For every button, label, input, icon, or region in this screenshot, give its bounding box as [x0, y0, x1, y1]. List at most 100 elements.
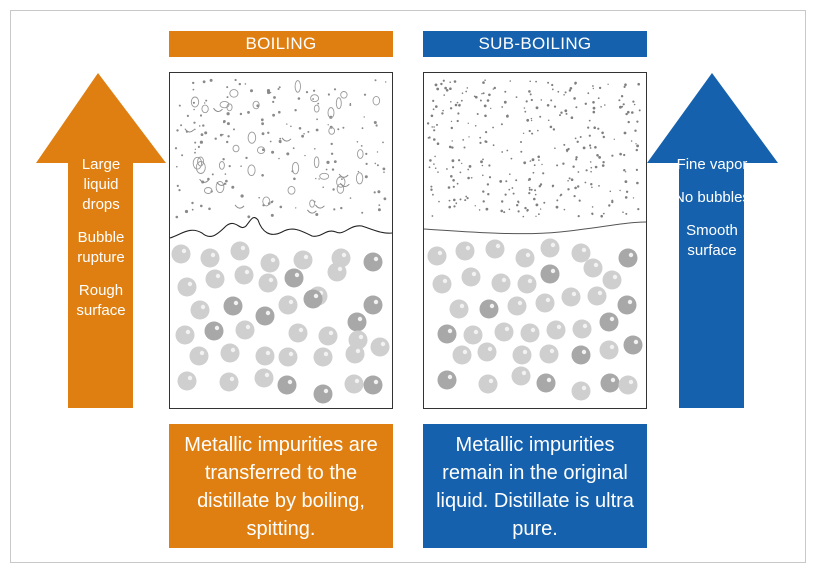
drop-highlight [581, 247, 587, 253]
vapor-speck [575, 156, 578, 159]
vapor-speck [209, 78, 213, 82]
vapor-speck [433, 129, 436, 132]
vapor-speck [535, 80, 537, 83]
liquid-drop [235, 320, 255, 340]
liquid-drop [258, 273, 278, 293]
vapor-speck [448, 199, 451, 202]
vapor-speck [479, 141, 482, 144]
drop-highlight [612, 274, 618, 280]
vapor-speck [534, 193, 537, 196]
vapor-speck [543, 201, 546, 204]
vapor-speck [453, 80, 457, 83]
drop-highlight [501, 277, 507, 283]
liquid-drop [230, 241, 250, 261]
drop-highlight [633, 339, 639, 345]
vapor-bubble [201, 104, 209, 114]
boiling-header: BOILING [169, 31, 393, 57]
vapor-speck [619, 105, 622, 109]
vapor-bubble [328, 127, 336, 135]
vapor-bubble [319, 172, 330, 180]
vapor-arc [338, 173, 349, 178]
vapor-bubble [252, 100, 260, 110]
vapor-speck [579, 136, 582, 138]
liquid-drop [561, 287, 581, 307]
liquid-drop [515, 248, 535, 268]
liquid-drop [485, 239, 505, 259]
liquid-drop [618, 375, 638, 395]
liquid-drop [449, 299, 469, 319]
vapor-speck [278, 110, 281, 114]
boiling-arrow-label: Large liquid drops [81, 156, 121, 213]
vapor-speck [312, 98, 314, 100]
vapor-speck [225, 179, 228, 183]
sub-boiling-arrow-labels: Fine vapor No bubbles Smooth surface [674, 155, 750, 273]
vapor-speck [589, 161, 592, 163]
vapor-speck [584, 102, 587, 106]
vapor-speck [518, 202, 520, 204]
drop-highlight [527, 278, 533, 284]
liquid-drop [512, 345, 532, 365]
vapor-speck [240, 165, 242, 167]
vapor-speck [432, 193, 434, 196]
vapor-bubble [309, 199, 315, 208]
vapor-speck [333, 160, 337, 164]
vapor-speck [528, 186, 531, 189]
vapor-bubble [294, 80, 301, 93]
vapor-bubble [291, 161, 300, 175]
drop-highlight [447, 328, 453, 334]
vapor-speck [625, 190, 629, 193]
liquid-drop [618, 248, 638, 268]
vapor-speck [475, 95, 478, 99]
vapor-speck [492, 126, 494, 129]
vapor-speck [568, 177, 571, 180]
vapor-speck [635, 143, 637, 145]
liquid-drop [539, 344, 559, 364]
vapor-speck [226, 140, 229, 144]
vapor-bubble [195, 161, 206, 174]
vapor-speck [226, 122, 230, 126]
vapor-speck [546, 104, 550, 107]
vapor-speck [205, 99, 208, 102]
drop-highlight [597, 290, 603, 296]
vapor-speck [194, 151, 196, 154]
sub-boiling-vessel [423, 72, 647, 409]
vapor-speck [590, 166, 593, 169]
vapor-speck [623, 153, 626, 157]
sub-boiling-arrow [647, 73, 778, 408]
vapor-speck [529, 160, 532, 162]
vapor-speck [349, 197, 352, 199]
vapor-speck [228, 165, 231, 168]
vapor-arc [339, 182, 350, 187]
vapor-speck [600, 214, 603, 218]
vapor-bubble [247, 164, 256, 176]
vapor-speck [479, 136, 482, 139]
vapor-speck [592, 85, 594, 87]
vapor-bubble [219, 100, 230, 109]
boiling-description: Metallic impurities are transferred to t… [169, 424, 393, 548]
vapor-speck [510, 157, 513, 160]
vapor-speck [563, 143, 566, 146]
vapor-speck [176, 165, 178, 168]
vapor-speck [269, 140, 272, 143]
vapor-speck [333, 208, 336, 211]
vapor-speck [607, 83, 609, 86]
vapor-speck [592, 110, 596, 114]
vapor-bubble [327, 107, 335, 119]
vapor-speck [178, 189, 181, 192]
vapor-speck [456, 101, 459, 104]
vapor-speck [470, 177, 473, 179]
vapor-arc [216, 181, 227, 186]
vapor-speck [637, 82, 640, 86]
drop-highlight [303, 254, 309, 260]
vapor-speck [286, 123, 288, 125]
vapor-speck [467, 122, 469, 125]
vapor-speck [383, 197, 387, 201]
vapor-speck [509, 173, 511, 175]
vapor-speck [567, 180, 569, 182]
vapor-speck [573, 97, 576, 100]
vapor-speck [382, 141, 384, 144]
drop-highlight [373, 256, 379, 262]
vapor-speck [568, 89, 572, 92]
vapor-speck [468, 136, 470, 138]
vapor-speck [619, 189, 621, 192]
